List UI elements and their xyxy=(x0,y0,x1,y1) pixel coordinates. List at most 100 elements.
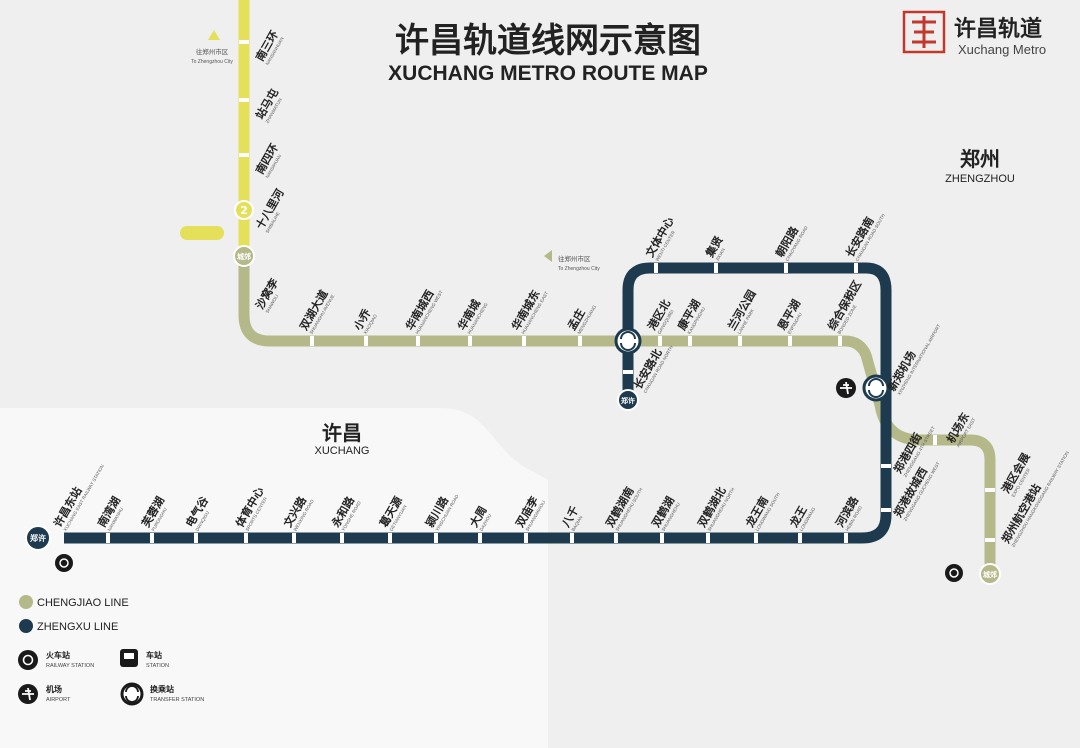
station-name-en: JIXIAN xyxy=(715,247,726,262)
chengjiao-south-terminal: 城郊 xyxy=(979,563,1001,585)
station-tick xyxy=(654,263,658,273)
svg-text:TRANSFER STATION: TRANSFER STATION xyxy=(150,697,204,703)
station-tick xyxy=(194,533,198,543)
station-tick xyxy=(239,40,249,44)
station-tick xyxy=(788,336,792,346)
line-2-badge: 2 xyxy=(234,200,254,220)
station-tick xyxy=(239,153,249,157)
station-tick xyxy=(688,336,692,346)
map-title-en: XUCHANG METRO ROUTE MAP xyxy=(388,62,708,85)
zhengzhou-label-cn: 郑州 xyxy=(960,147,1000,171)
zhengxu-north-terminal: 郑许 xyxy=(617,389,639,411)
station-tick xyxy=(340,533,344,543)
svg-text:火车站: 火车站 xyxy=(46,650,70,660)
svg-text:郑许: 郑许 xyxy=(621,396,635,405)
arrow-left-icon xyxy=(544,250,552,262)
station-tick xyxy=(150,533,154,543)
station-ticks xyxy=(106,40,995,543)
station-tick xyxy=(106,533,110,543)
logo-cn: 许昌轨道 xyxy=(954,16,1042,42)
line-label-pill xyxy=(180,226,224,240)
direction-note-north: 往郑州市区 To Zhengzhou City xyxy=(191,30,233,65)
xuchang-metro-logo: 许昌轨道 Xuchang Metro xyxy=(902,10,1046,57)
station-tick xyxy=(524,533,528,543)
station-tick xyxy=(416,336,420,346)
svg-text:往郑州市区: 往郑州市区 xyxy=(196,47,229,56)
svg-text:城郊: 城郊 xyxy=(237,252,251,261)
railway-icon xyxy=(18,650,38,670)
station-tick xyxy=(754,533,758,543)
station-tick xyxy=(658,336,662,346)
legend: CHENGJIAO LINE ZHENGXU LINE 火车站 RAILWAY … xyxy=(18,595,204,706)
station-tick xyxy=(239,98,249,102)
station-tick xyxy=(985,488,995,492)
station-tick xyxy=(259,298,269,302)
station-tick xyxy=(614,533,618,543)
railway-station-icon-east xyxy=(945,564,963,582)
svg-text:往郑州市区: 往郑州市区 xyxy=(558,254,591,263)
station-tick xyxy=(838,336,842,346)
zhengzhou-label-en: ZHENGZHOU xyxy=(945,173,1015,185)
station-tick xyxy=(784,263,788,273)
station-tick xyxy=(478,533,482,543)
svg-text:2: 2 xyxy=(240,204,248,217)
station-tick xyxy=(292,533,296,543)
transfer-icon xyxy=(868,378,884,398)
svg-text:换乘站: 换乘站 xyxy=(150,684,174,694)
station-tick xyxy=(881,508,891,512)
chengjiao-line-track xyxy=(238,246,996,580)
station-tick xyxy=(364,336,368,346)
airport-icon xyxy=(836,378,856,398)
station-tick xyxy=(714,263,718,273)
station-tick xyxy=(310,336,314,346)
station-tick xyxy=(660,533,664,543)
station-tick xyxy=(434,533,438,543)
legend-chengjiao-swatch xyxy=(19,595,33,609)
legend-zhengxu-swatch xyxy=(19,619,33,633)
svg-text:AIRPORT: AIRPORT xyxy=(46,697,71,703)
legend-zhengxu-label: ZHENGXU LINE xyxy=(37,621,118,633)
chengjiao-junction-badge: 城郊 xyxy=(233,245,255,267)
station-tick xyxy=(623,370,633,374)
transfer-station-gangqubei xyxy=(614,327,642,355)
logo-seal-icon xyxy=(902,10,946,54)
station-tick xyxy=(854,263,858,273)
svg-text:To Zhengzhou City: To Zhengzhou City xyxy=(558,266,600,272)
transfer-station-airport xyxy=(862,374,890,402)
station-tick xyxy=(844,533,848,543)
svg-text:STATION: STATION xyxy=(146,663,169,669)
station-tick xyxy=(985,538,995,542)
svg-text:To Zhengzhou City: To Zhengzhou City xyxy=(191,59,233,65)
xuchang-region xyxy=(0,408,548,748)
transfer-icon xyxy=(620,331,636,351)
railway-station-icon-west xyxy=(55,554,73,572)
logo-en: Xuchang Metro xyxy=(958,42,1046,57)
svg-text:郑许: 郑许 xyxy=(30,533,46,543)
direction-note-west: 往郑州市区 To Zhengzhou City xyxy=(544,250,600,272)
station-tick xyxy=(468,336,472,346)
legend-transfer: 换乘站 TRANSFER STATION xyxy=(120,682,204,706)
svg-text:车站: 车站 xyxy=(146,650,162,660)
station-tick xyxy=(933,435,937,445)
station-tick xyxy=(570,533,574,543)
arrow-up-icon xyxy=(208,30,220,40)
legend-railway: 火车站 RAILWAY STATION xyxy=(18,650,94,670)
station-tick xyxy=(738,336,742,346)
svg-text:城郊: 城郊 xyxy=(983,570,997,579)
zhengxu-west-terminal: 郑许 xyxy=(25,525,51,551)
svg-text:机场: 机场 xyxy=(46,684,62,694)
legend-airport: 机场 AIRPORT xyxy=(18,684,71,704)
station-tick xyxy=(578,336,582,346)
station-tick xyxy=(706,533,710,543)
transfer-icon xyxy=(120,682,144,706)
xuchang-label-cn: 许昌 xyxy=(322,421,362,445)
legend-chengjiao-label: CHENGJIAO LINE xyxy=(37,597,129,609)
legend-bus: 车站 STATION xyxy=(120,649,169,669)
station-tick xyxy=(798,533,802,543)
zhengxu-line-track xyxy=(64,262,892,544)
station-tick xyxy=(388,533,392,543)
svg-text:RAILWAY STATION: RAILWAY STATION xyxy=(46,663,94,669)
map-title-cn: 许昌轨道线网示意图 xyxy=(395,21,701,61)
